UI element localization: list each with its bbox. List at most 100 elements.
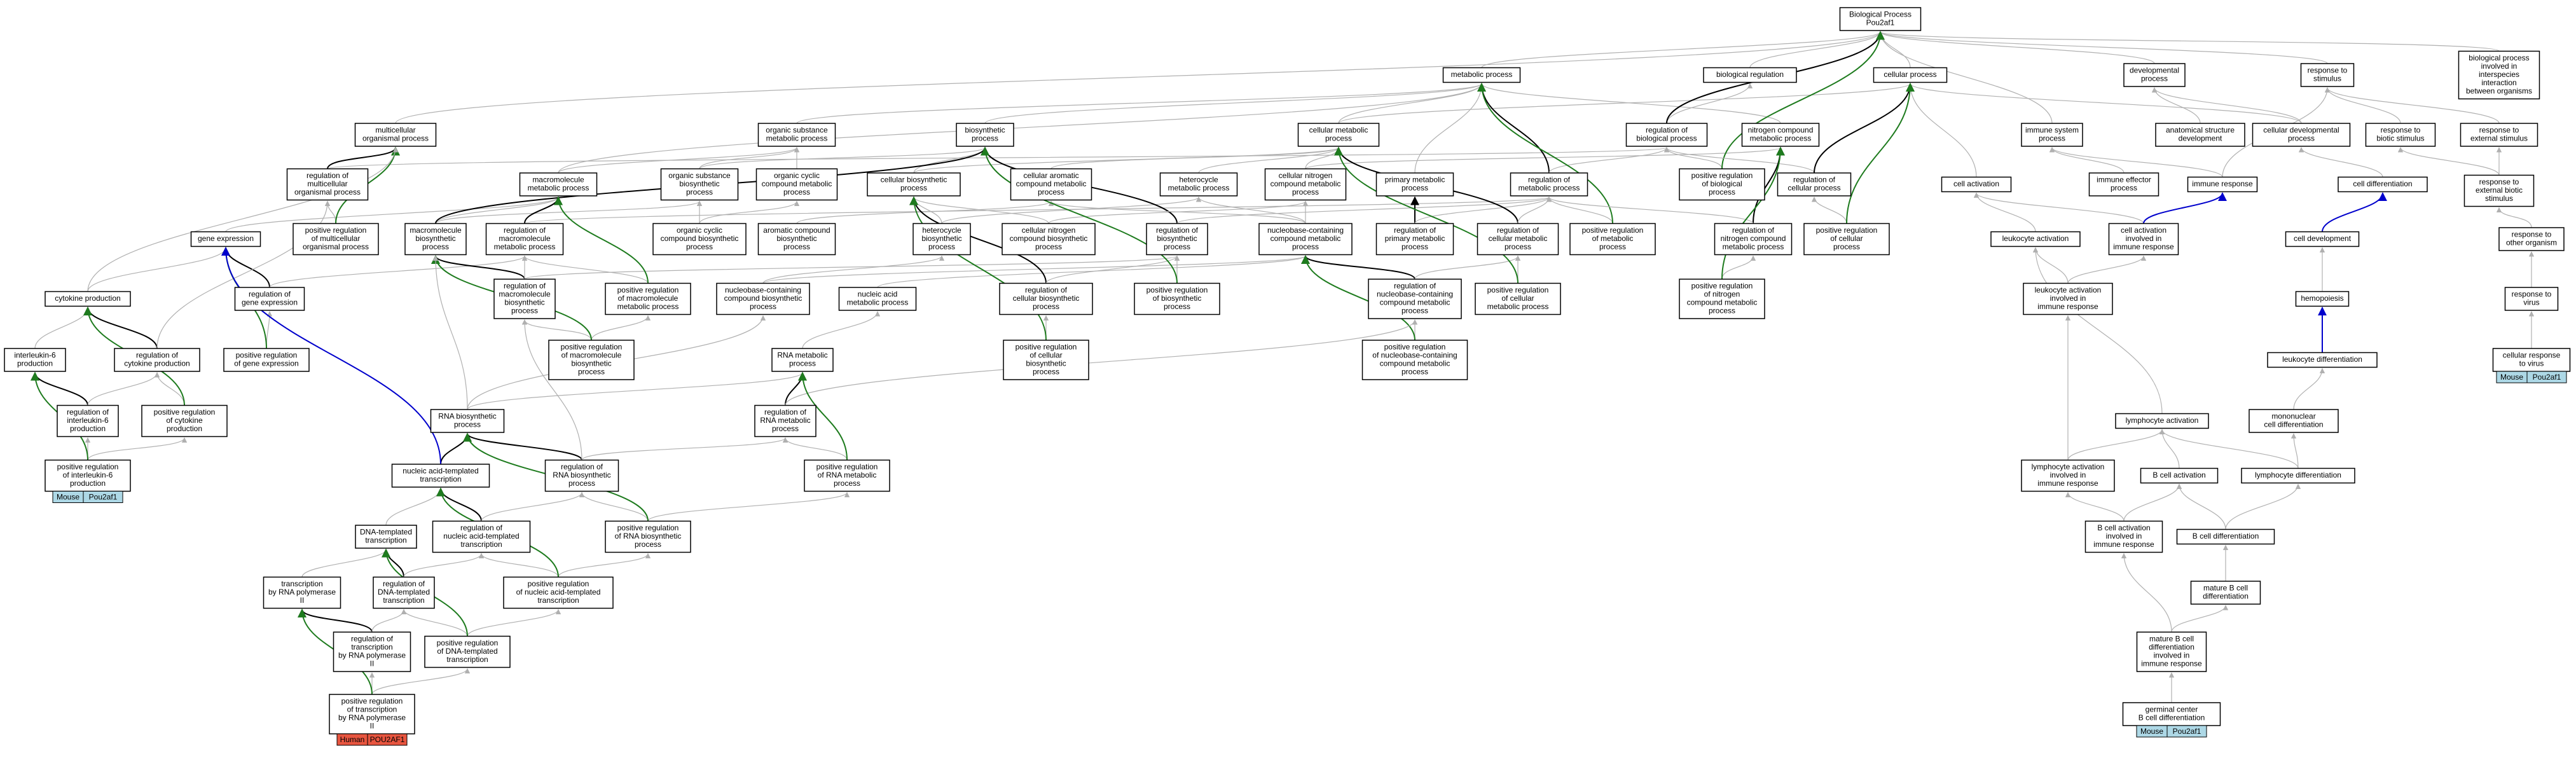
- go-term-box[interactable]: [2123, 63, 2186, 87]
- go-term-box[interactable]: [1375, 172, 1454, 196]
- go-term-box[interactable]: [190, 231, 261, 247]
- go-term-box[interactable]: [2285, 231, 2360, 247]
- go-term-box[interactable]: [956, 123, 1014, 147]
- go-term-box[interactable]: [804, 459, 890, 492]
- go-term-box[interactable]: [1941, 176, 2012, 193]
- go-term-box[interactable]: [1839, 7, 1922, 31]
- go-term-box[interactable]: [2023, 282, 2113, 315]
- go-term-box[interactable]: [2155, 123, 2245, 147]
- go-term-node[interactable]: leukocyte activation: [1990, 231, 2081, 247]
- go-term-box[interactable]: [1777, 172, 1852, 196]
- go-term-box[interactable]: [2460, 123, 2538, 147]
- go-term-box[interactable]: [1679, 279, 1765, 319]
- go-term-node[interactable]: cytokine production: [45, 291, 131, 307]
- go-term-box[interactable]: [1264, 168, 1347, 201]
- go-term-box[interactable]: [1475, 282, 1561, 315]
- go-term-box[interactable]: [293, 223, 379, 256]
- go-term-box[interactable]: [493, 279, 556, 319]
- go-term-box[interactable]: [2241, 467, 2355, 484]
- go-term-box[interactable]: [223, 348, 310, 372]
- go-term-box[interactable]: [2300, 63, 2355, 87]
- go-term-box[interactable]: [544, 459, 619, 492]
- go-term-box[interactable]: [1146, 223, 1208, 256]
- go-term-node[interactable]: regulation ofmacromoleculebiosyntheticpr…: [493, 279, 556, 319]
- go-term-node[interactable]: gene expression: [190, 231, 261, 247]
- go-term-box[interactable]: [1477, 223, 1559, 256]
- go-term-box[interactable]: [2084, 520, 2163, 553]
- go-term-box[interactable]: [2021, 459, 2115, 492]
- go-term-box[interactable]: [286, 168, 369, 201]
- go-term-box[interactable]: [2108, 223, 2179, 256]
- go-term-node[interactable]: cellular process: [1873, 67, 1948, 83]
- go-term-box[interactable]: [2021, 123, 2083, 147]
- go-term-box[interactable]: [2088, 172, 2159, 196]
- go-term-box[interactable]: [2187, 176, 2258, 193]
- go-term-box[interactable]: [2504, 287, 2559, 311]
- go-term-box[interactable]: [1375, 223, 1454, 256]
- go-term-box[interactable]: [2176, 528, 2275, 545]
- go-term-box[interactable]: [1990, 231, 2081, 247]
- go-term-box[interactable]: [757, 123, 836, 147]
- go-term-box[interactable]: [485, 223, 564, 256]
- go-term-box[interactable]: [424, 635, 511, 668]
- go-term-box[interactable]: [999, 282, 1093, 315]
- go-term-box[interactable]: [771, 348, 834, 372]
- go-term-box[interactable]: [867, 172, 961, 196]
- go-term-node[interactable]: leukocyte differentiation: [2267, 352, 2378, 368]
- go-term-box[interactable]: [1741, 123, 1820, 147]
- go-term-box[interactable]: [757, 223, 836, 256]
- go-term-box[interactable]: [2338, 176, 2428, 193]
- go-term-node[interactable]: cell differentiation: [2338, 176, 2428, 193]
- go-term-box[interactable]: [1510, 172, 1588, 196]
- go-term-box[interactable]: [263, 576, 341, 609]
- go-term-box[interactable]: [1803, 223, 1890, 256]
- go-term-box[interactable]: [57, 404, 119, 438]
- go-term-box[interactable]: [838, 287, 917, 311]
- go-term-box[interactable]: [1368, 279, 1462, 319]
- go-term-box[interactable]: [548, 340, 635, 380]
